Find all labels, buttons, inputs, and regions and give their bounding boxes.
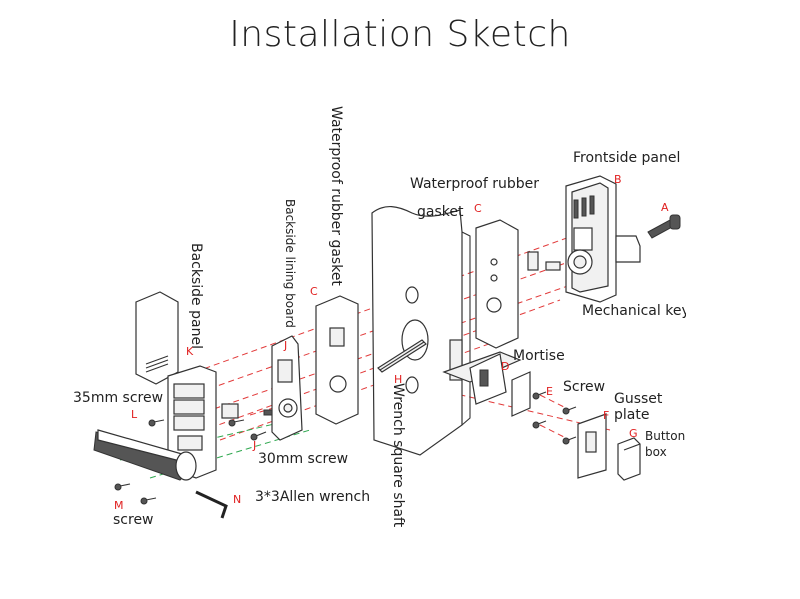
gasket-icon-back xyxy=(315,295,359,425)
part-letter-n: N xyxy=(233,493,242,506)
lever-handle-icon xyxy=(93,429,197,481)
part-letter-l: L xyxy=(131,408,138,421)
key-icon xyxy=(647,214,681,239)
part-letter-m: M xyxy=(114,499,124,512)
label-wrench-square-shaft: Wrench square shaft xyxy=(390,383,406,528)
label-plate: plate xyxy=(614,407,650,423)
screw-icon-l xyxy=(148,419,245,427)
mortise-latch-icon xyxy=(442,351,531,417)
label-box: box xyxy=(645,445,667,459)
screw-icon-m xyxy=(114,483,157,505)
part-letter-h: H xyxy=(394,373,403,386)
label-mechanical-key: Mechanical key xyxy=(582,304,686,318)
screw-icon-j xyxy=(250,431,267,441)
page-title: Installation Sketch xyxy=(229,14,571,55)
part-letter-b: B xyxy=(614,173,622,186)
part-letter-j-screw: J xyxy=(253,439,257,452)
label-35mm-screw: 35mm screw xyxy=(73,390,164,406)
label-frontside-panel: Frontside panel xyxy=(573,150,681,166)
label-button: Button xyxy=(645,429,686,443)
label-backside-lining-board: Backside lining board xyxy=(283,199,297,328)
part-letter-c-front: C xyxy=(474,202,482,215)
part-letter-f: F xyxy=(603,409,610,422)
label-mortise: Mortise xyxy=(513,348,565,364)
keypad-lock-front-panel-icon xyxy=(527,175,641,303)
part-letter-g: G xyxy=(629,427,638,440)
part-letter-a: A xyxy=(661,201,669,214)
lining-board-icon xyxy=(263,335,303,441)
part-letter-j-board: J xyxy=(284,339,288,352)
strike-plate-icon xyxy=(577,413,607,479)
label-allen-wrench: 3*3Allen wrench xyxy=(255,489,371,505)
battery-cover-icon xyxy=(135,291,179,385)
strike-box-icon xyxy=(617,437,641,481)
allen-wrench-icon xyxy=(195,490,228,519)
part-letter-d: D xyxy=(501,360,510,373)
label-waterproof-rubber-gasket: Waterproof rubber gasket xyxy=(328,106,344,286)
screw-icon-e xyxy=(532,391,577,445)
part-letter-e: E xyxy=(546,385,553,398)
label-screw-m: screw xyxy=(113,512,154,528)
label-gasket: gasket xyxy=(417,204,464,220)
label-waterproof-rubber: Waterproof rubber xyxy=(410,176,540,192)
square-shaft-icon xyxy=(377,339,427,373)
label-backside-panel: Backside panel xyxy=(188,243,204,349)
part-letter-k: K xyxy=(186,345,194,358)
gasket-icon-front xyxy=(475,219,519,349)
part-letter-c-back: C xyxy=(310,285,318,298)
lock-back-body-icon xyxy=(167,365,239,479)
label-screw-e: Screw xyxy=(563,379,606,395)
door-slab-icon xyxy=(371,206,471,456)
label-30mm-screw: 30mm screw xyxy=(258,451,349,467)
label-gusset: Gusset xyxy=(614,391,663,407)
